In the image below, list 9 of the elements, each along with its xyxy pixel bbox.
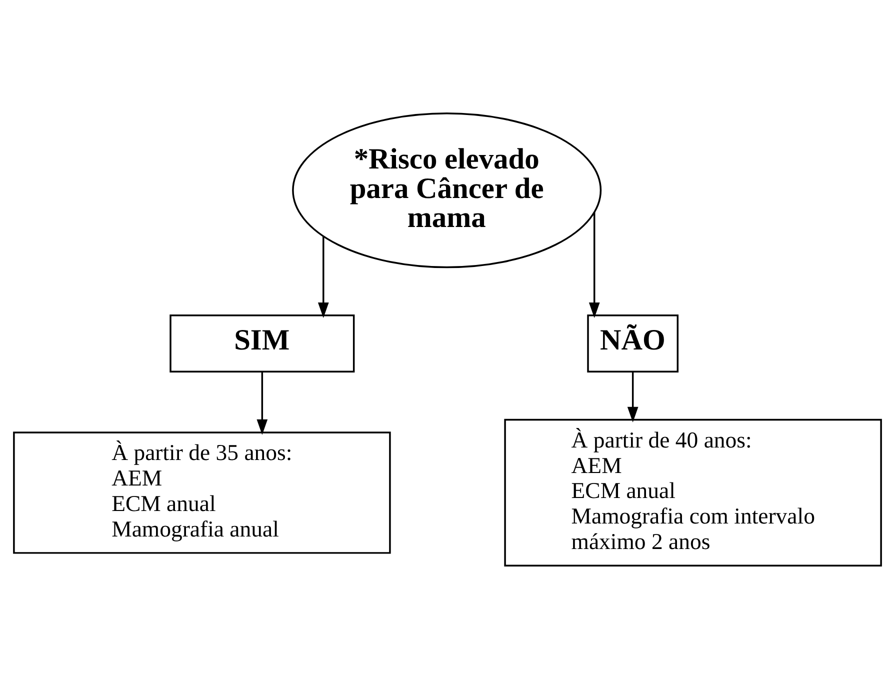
arrow: [256, 371, 268, 434]
arrow: [588, 212, 600, 318]
node-ellipse: *Risco elevado para Câncer de mama: [292, 112, 602, 268]
arrow: [318, 236, 329, 318]
node-box: À partir de 35 anos: AEM ECM anual Mamografia anual: [13, 431, 391, 554]
node-box: NÃO: [587, 314, 679, 372]
node-box: SIM: [170, 314, 355, 372]
node-box: À partir de 40 anos: AEM ECM anual Mamografia com intervalo máximo 2 anos: [504, 418, 882, 566]
arrow: [627, 371, 638, 422]
